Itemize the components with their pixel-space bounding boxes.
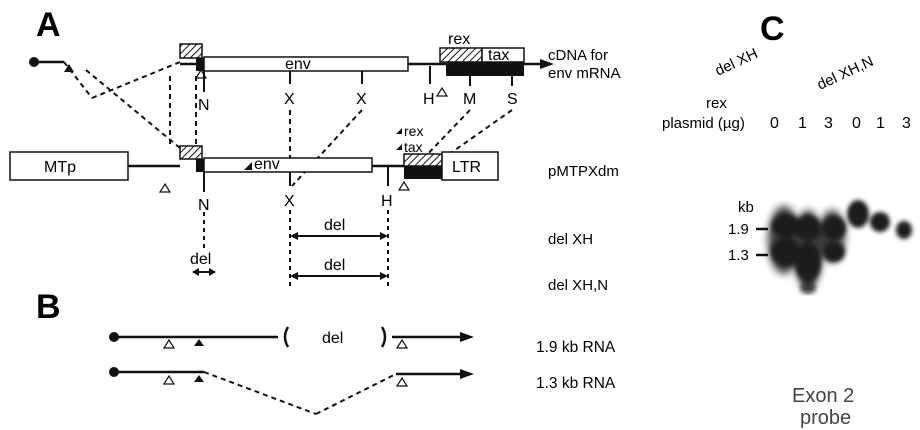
dose-labels: 0 1 3 0 1 3	[770, 115, 911, 132]
site-m-top: M	[463, 91, 476, 108]
rex-label-mid: rex	[404, 123, 423, 139]
rna-19-label: 1.9 kb RNA	[536, 339, 616, 356]
cdna-construct: env rex tax N X X H M S	[29, 31, 554, 114]
probe-label-1: Exon 2	[792, 385, 854, 407]
del-xh-label: del XH	[548, 231, 593, 248]
lane-group-delxh: del XH	[713, 45, 761, 79]
kb-label: kb	[738, 199, 754, 216]
env-label-top: env	[285, 56, 311, 73]
probe-label-2: probe	[800, 407, 851, 429]
cdna-label-2: env mRNA	[548, 65, 621, 82]
blot-header-plasmid: plasmid (µg)	[662, 115, 745, 132]
cdna-label-1: cDNA for	[548, 47, 608, 64]
del-label-n: del	[190, 251, 211, 268]
site-h-top: H	[423, 91, 435, 108]
ltr-label: LTR	[452, 159, 481, 176]
tax-label: tax	[488, 47, 509, 64]
rex-box	[440, 48, 482, 62]
dose-3: 3	[824, 115, 833, 132]
dose-1: 0	[770, 115, 779, 132]
mtp-label: MTp	[44, 159, 76, 176]
rna-13kb	[109, 367, 474, 414]
env-label-mid: env	[254, 156, 280, 173]
del-xhn-label: del XH,N	[548, 277, 608, 294]
marker-19: 1.9	[728, 221, 749, 238]
pmtpxdm-construct: MTp env LTR rex tax N X H	[10, 123, 498, 214]
rex-label: rex	[448, 31, 470, 48]
del-label-rna: del	[322, 330, 343, 347]
site-x-mid: X	[284, 193, 295, 210]
pmtpxdm-label: pMTPXdm	[548, 163, 619, 180]
site-x1-top: X	[284, 91, 295, 108]
site-n-mid: N	[198, 197, 210, 214]
site-h-mid: H	[381, 193, 393, 210]
blot-header-rex: rex	[706, 95, 727, 112]
marker-13: 1.3	[728, 247, 749, 264]
env-box-mid	[204, 158, 372, 172]
panel-c-label: C	[760, 10, 785, 48]
lane-group-delxhn: del XH,N	[815, 53, 877, 94]
tax-label-mid: tax	[404, 139, 423, 155]
dose-4: 0	[852, 115, 861, 132]
rna-19kb: del	[109, 327, 474, 348]
dose-2: 1	[798, 115, 807, 132]
blot-bands	[768, 200, 912, 294]
site-s-top: S	[507, 91, 518, 108]
deletion-markers	[196, 210, 388, 286]
panel-a-label: A	[36, 6, 61, 44]
del-label-xhn: del	[324, 257, 345, 274]
site-x2-top: X	[356, 91, 367, 108]
dose-5: 1	[876, 115, 885, 132]
panel-b-label: B	[36, 288, 61, 326]
site-n-top: N	[198, 97, 210, 114]
rna-13-label: 1.3 kb RNA	[536, 375, 616, 392]
dose-6: 3	[902, 115, 911, 132]
del-label-xh: del	[324, 217, 345, 234]
